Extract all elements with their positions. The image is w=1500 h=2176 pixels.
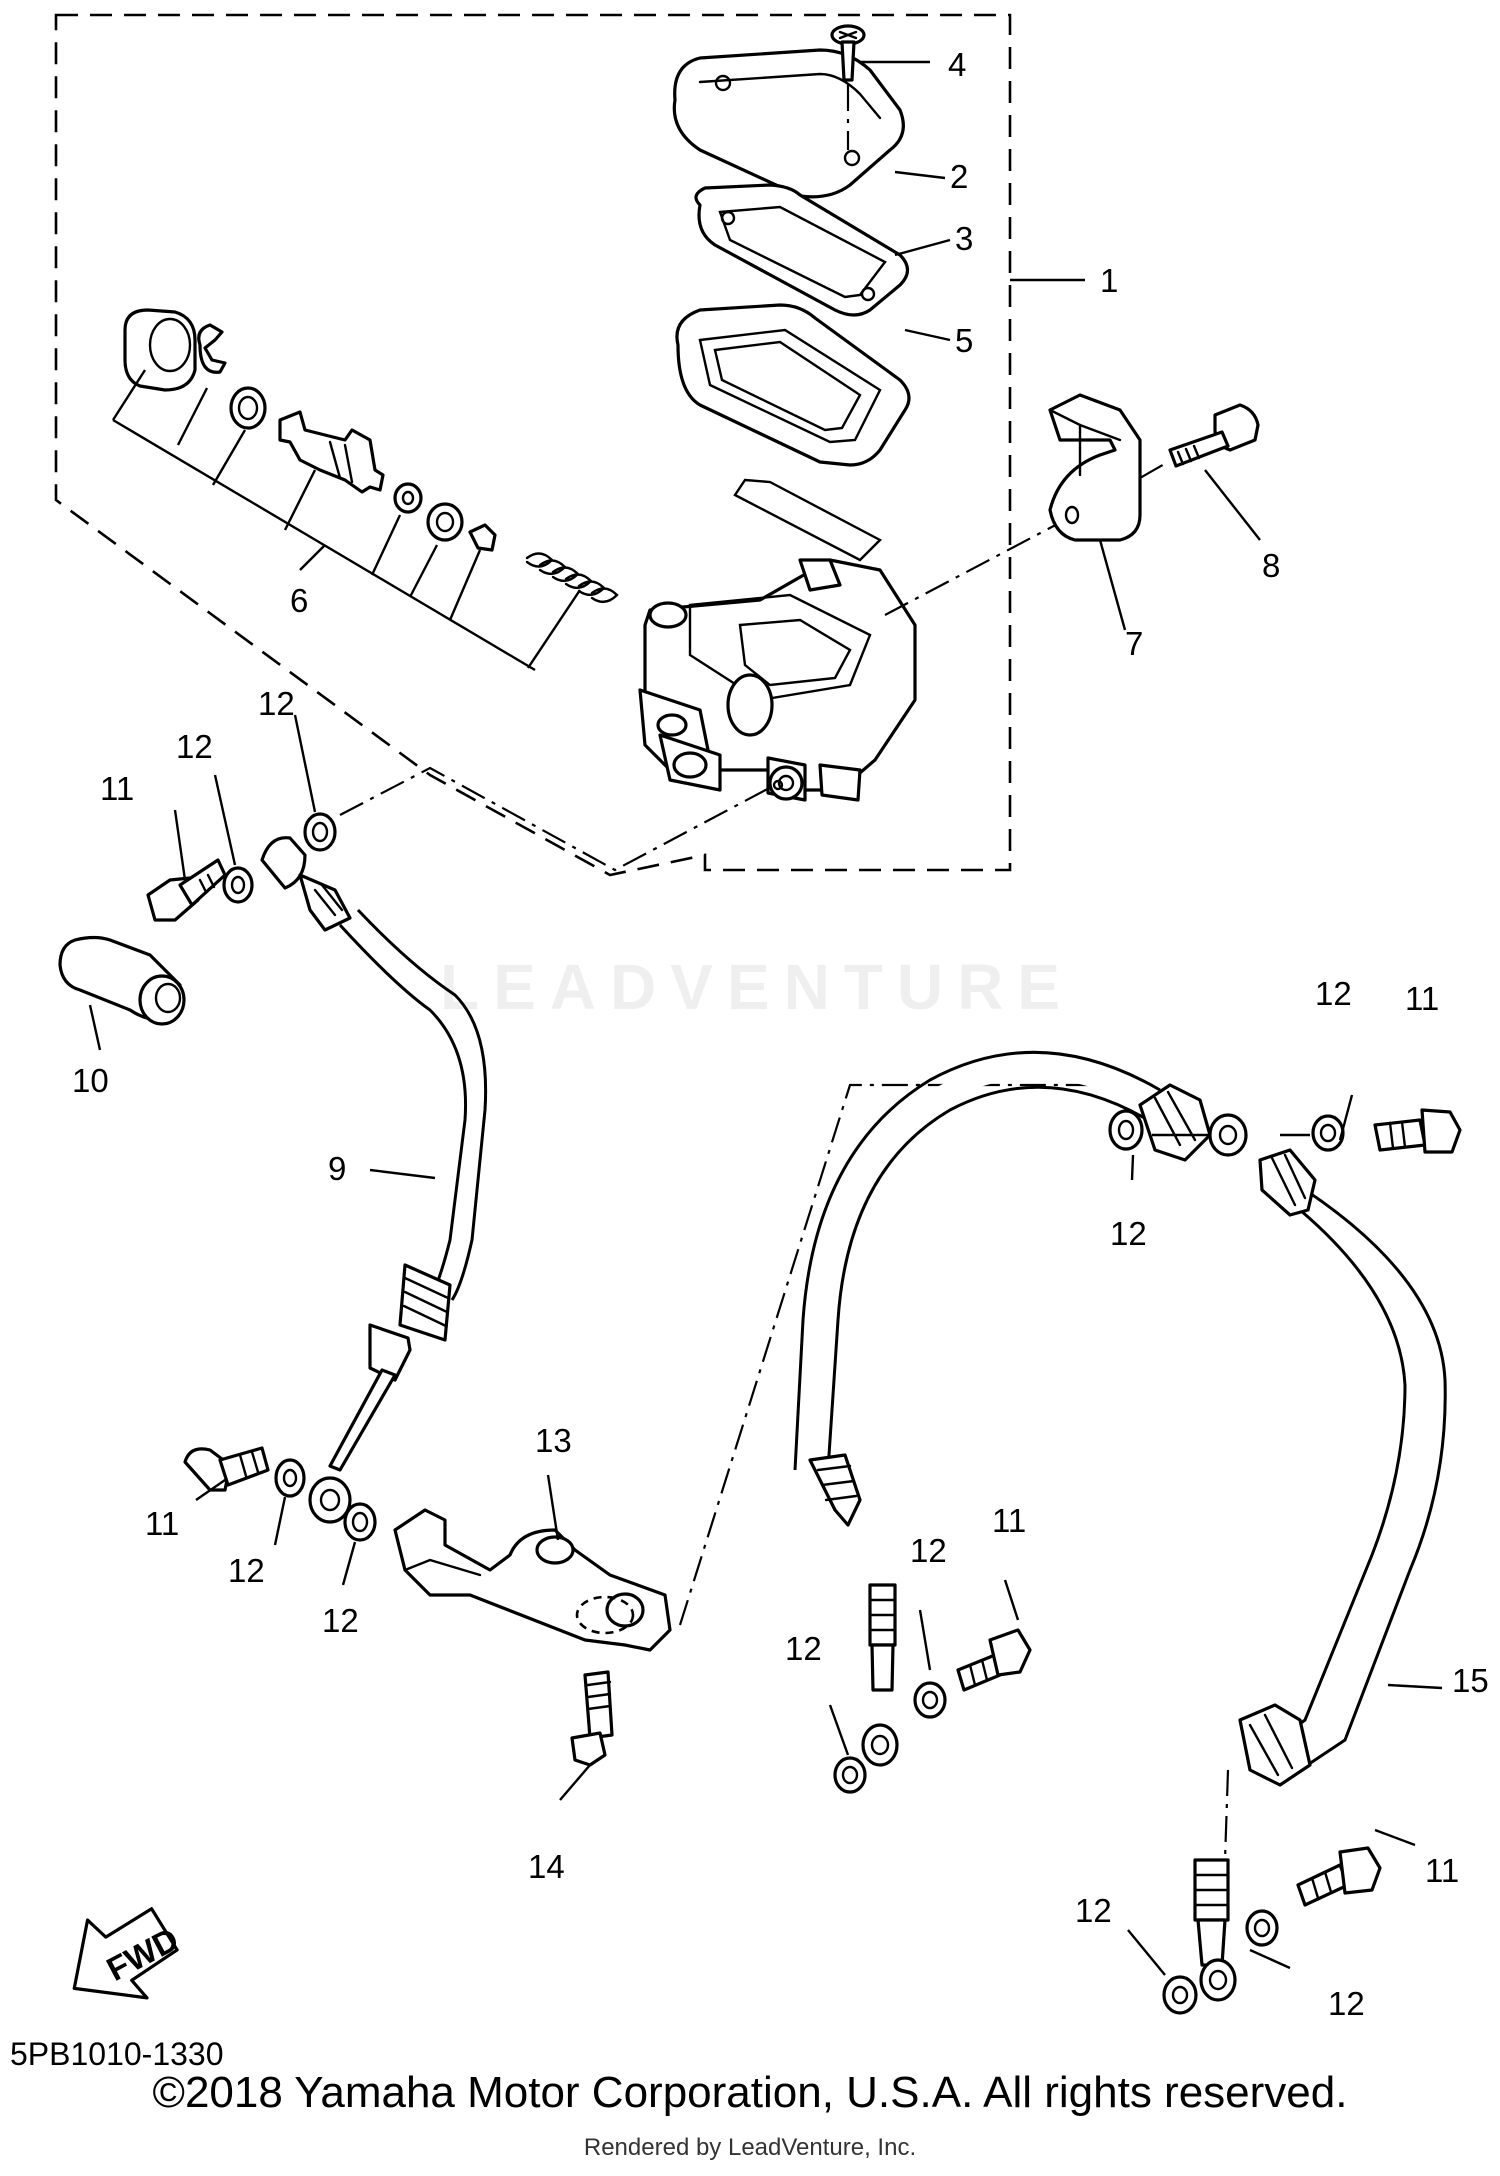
handlebar-clamp: [1048, 393, 1142, 542]
fwd-arrow: FWD: [72, 1907, 184, 2000]
banjo-bolt-cap: [58, 935, 186, 1026]
brake-hose-joint: [393, 1508, 672, 1652]
clamp-bolt: [1139, 403, 1260, 479]
callout-12i: 12: [1075, 1892, 1112, 1929]
callout-13: 13: [535, 1422, 572, 1459]
diaphragm-holder: [675, 303, 911, 562]
callout-12f: 12: [1110, 1215, 1147, 1252]
callout-4: 4: [948, 46, 966, 83]
callout-2: 2: [950, 158, 968, 195]
callout-12g: 12: [910, 1532, 947, 1569]
routing-line: [678, 1083, 1100, 1626]
leader-banjo-to-body: [339, 766, 776, 872]
callout-6: 6: [290, 582, 308, 619]
brake-hose-upper: [260, 836, 488, 1472]
callout-12j: 12: [1328, 1985, 1365, 2022]
callout-12a: 12: [176, 728, 213, 765]
master-cylinder-body: [638, 558, 917, 802]
diagram-code: 5PB1010-1330: [10, 2036, 224, 2072]
callout-8: 8: [1262, 547, 1280, 584]
callout-11a: 11: [100, 770, 134, 807]
piston-kit: [111, 308, 619, 672]
banjo-bolt-upper: [146, 858, 227, 922]
callout-10: 10: [72, 1062, 109, 1099]
assembly-boundary: [54, 13, 1012, 877]
brake-hose-right: [793, 1050, 1447, 2002]
leader-body-to-clamp: [884, 519, 1066, 616]
diaphragm: [694, 183, 910, 317]
copyright-notice: ©2018 Yamaha Motor Corporation, U.S.A. A…: [152, 2068, 1348, 2117]
callout-7: 7: [1125, 625, 1143, 662]
callout-11c: 11: [1405, 980, 1439, 1017]
callout-9: 9: [328, 1150, 346, 1187]
banjo-bolt-lower-right: [1162, 1846, 1382, 2015]
joint-bolt: [570, 1670, 614, 1767]
callout-12c: 12: [228, 1552, 265, 1589]
washers-upper: [222, 812, 337, 904]
callout-15: 15: [1452, 1662, 1489, 1699]
callout-labels: 1 2 3 4 5 6 7 8 9 10 11 12 12 11 12 12 1…: [72, 46, 1489, 2022]
callout-11d: 11: [992, 1502, 1026, 1539]
rendered-by-notice: Rendered by LeadVenture, Inc.: [583, 2134, 917, 2161]
banjo-bolt-middle: [833, 1628, 1032, 1794]
callout-12e: 12: [1315, 975, 1352, 1012]
callout-11e: 11: [1425, 1852, 1459, 1889]
callout-12b: 12: [258, 685, 295, 722]
callout-leaders: [88, 60, 1443, 1976]
callout-14: 14: [528, 1848, 565, 1885]
callout-5: 5: [955, 322, 973, 359]
reservoir-cover: [672, 48, 905, 199]
callout-11b: 11: [145, 1505, 179, 1542]
callout-1: 1: [1100, 262, 1118, 299]
lower-left-fitting: [183, 1446, 377, 1542]
cover-screw: [830, 24, 866, 150]
callout-3: 3: [955, 220, 973, 257]
callout-12d: 12: [322, 1602, 359, 1639]
watermark: LEADVENTURE: [440, 951, 1075, 1023]
callout-12h: 12: [785, 1630, 822, 1667]
